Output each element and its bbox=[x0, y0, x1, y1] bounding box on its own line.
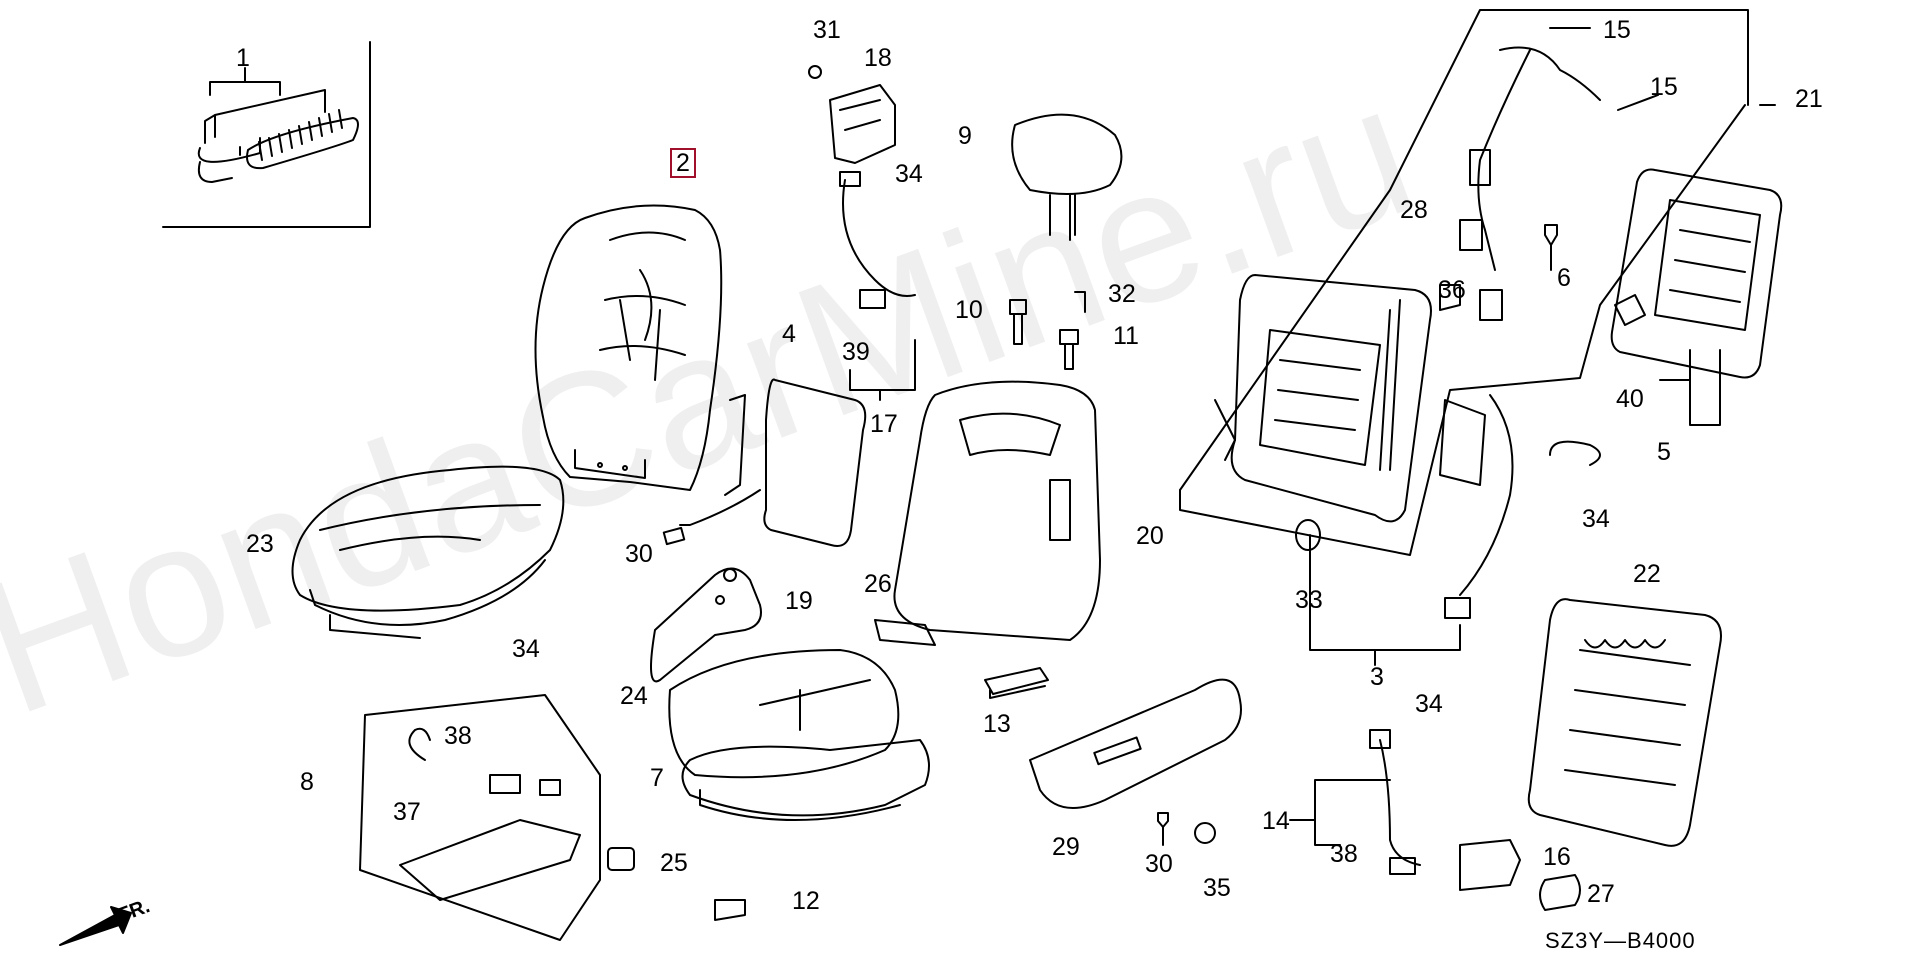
front-arrow-icon bbox=[59, 906, 132, 946]
part-24-seat-cushion bbox=[668, 649, 900, 779]
part-21-group bbox=[1179, 9, 1776, 556]
part-14-harness bbox=[1289, 729, 1421, 875]
callout-8: 8 bbox=[300, 768, 314, 796]
part-18-lumbar-unit bbox=[808, 65, 896, 164]
callout-20: 20 bbox=[1136, 522, 1164, 550]
callout-32: 32 bbox=[1108, 280, 1136, 308]
part-8-group bbox=[359, 694, 601, 941]
callout-37: 37 bbox=[393, 798, 421, 826]
callout-27: 27 bbox=[1587, 880, 1615, 908]
part-33-grommet bbox=[1295, 519, 1321, 551]
callout-6: 6 bbox=[1557, 264, 1571, 292]
part-19-bracket bbox=[650, 567, 762, 683]
callout-23: 23 bbox=[246, 530, 274, 558]
callout-9: 9 bbox=[958, 122, 972, 150]
callout-25: 25 bbox=[660, 849, 688, 877]
callout-35: 35 bbox=[1203, 874, 1231, 902]
part-5-back-panel bbox=[1610, 168, 1783, 426]
callout-24: 24 bbox=[620, 682, 648, 710]
part-36-clip bbox=[1439, 284, 1461, 311]
spring-clip bbox=[246, 109, 359, 170]
callout-28: 28 bbox=[1400, 196, 1428, 224]
callout-1: 1 bbox=[236, 44, 250, 72]
callout-30-left: 30 bbox=[625, 540, 653, 568]
callout-29: 29 bbox=[1052, 833, 1080, 861]
part-1-group bbox=[162, 41, 371, 228]
part-17-harness bbox=[839, 171, 916, 401]
callout-34-lower: 34 bbox=[1415, 690, 1443, 718]
callout-7: 7 bbox=[650, 764, 664, 792]
callout-19: 19 bbox=[785, 587, 813, 615]
callout-10: 10 bbox=[955, 296, 983, 324]
part-29-side-cover bbox=[1029, 678, 1242, 809]
fasteners-10-11-32 bbox=[1009, 291, 1086, 370]
callout-33: 33 bbox=[1295, 586, 1323, 614]
part-20-seatback-shell bbox=[893, 380, 1101, 641]
callout-15-top: 15 bbox=[1603, 16, 1631, 44]
part-3-harness bbox=[1309, 394, 1514, 666]
part-6-bolt bbox=[1544, 224, 1558, 271]
part-40-clip bbox=[1614, 294, 1646, 326]
part-16-switch bbox=[1459, 839, 1521, 891]
part-12-clip bbox=[714, 899, 746, 921]
callout-15-bottom: 15 bbox=[1650, 73, 1678, 101]
callout-14: 14 bbox=[1262, 807, 1290, 835]
part-34-clip-right bbox=[1549, 440, 1601, 466]
callout-40: 40 bbox=[1616, 385, 1644, 413]
callout-30-right: 30 bbox=[1145, 850, 1173, 878]
part-13-bracket bbox=[984, 667, 1049, 699]
callout-38-right: 38 bbox=[1330, 840, 1358, 868]
callout-4: 4 bbox=[782, 320, 796, 348]
callout-11: 11 bbox=[1113, 322, 1139, 350]
callout-36: 36 bbox=[1438, 276, 1466, 304]
callout-34-left: 34 bbox=[512, 635, 540, 663]
part-2-seatback-cover bbox=[534, 204, 746, 496]
part-9-headrest bbox=[1011, 113, 1123, 241]
part-23-cushion-cover bbox=[291, 465, 565, 639]
callout-17: 17 bbox=[870, 410, 898, 438]
callout-5: 5 bbox=[1657, 438, 1671, 466]
callout-34-right: 34 bbox=[1582, 505, 1610, 533]
callout-18: 18 bbox=[864, 44, 892, 72]
part-4-panel bbox=[662, 378, 867, 547]
diagram-code: SZ3Y—B4000 bbox=[1545, 928, 1696, 953]
callout-13: 13 bbox=[983, 710, 1011, 738]
callout-34-top: 34 bbox=[895, 160, 923, 188]
callout-39: 39 bbox=[842, 338, 870, 366]
callout-38-left: 38 bbox=[444, 722, 472, 750]
callout-26: 26 bbox=[864, 570, 892, 598]
callout-12: 12 bbox=[792, 887, 820, 915]
callout-22: 22 bbox=[1633, 560, 1661, 588]
callout-3: 3 bbox=[1370, 663, 1384, 691]
part-25-cap bbox=[607, 847, 635, 871]
part-30-screw bbox=[1157, 812, 1169, 846]
callout-2-highlighted[interactable]: 2 bbox=[670, 148, 696, 178]
callout-21: 21 bbox=[1795, 85, 1823, 113]
seatback-frame-center bbox=[1214, 274, 1432, 523]
part-22-frame bbox=[1527, 598, 1722, 847]
callout-31: 31 bbox=[813, 16, 841, 44]
part-35-cap bbox=[1194, 822, 1216, 844]
part-7-seat-frame bbox=[681, 739, 930, 821]
callout-16: 16 bbox=[1543, 843, 1571, 871]
part-26-clip bbox=[874, 619, 936, 646]
part-27-trim bbox=[1539, 874, 1581, 911]
